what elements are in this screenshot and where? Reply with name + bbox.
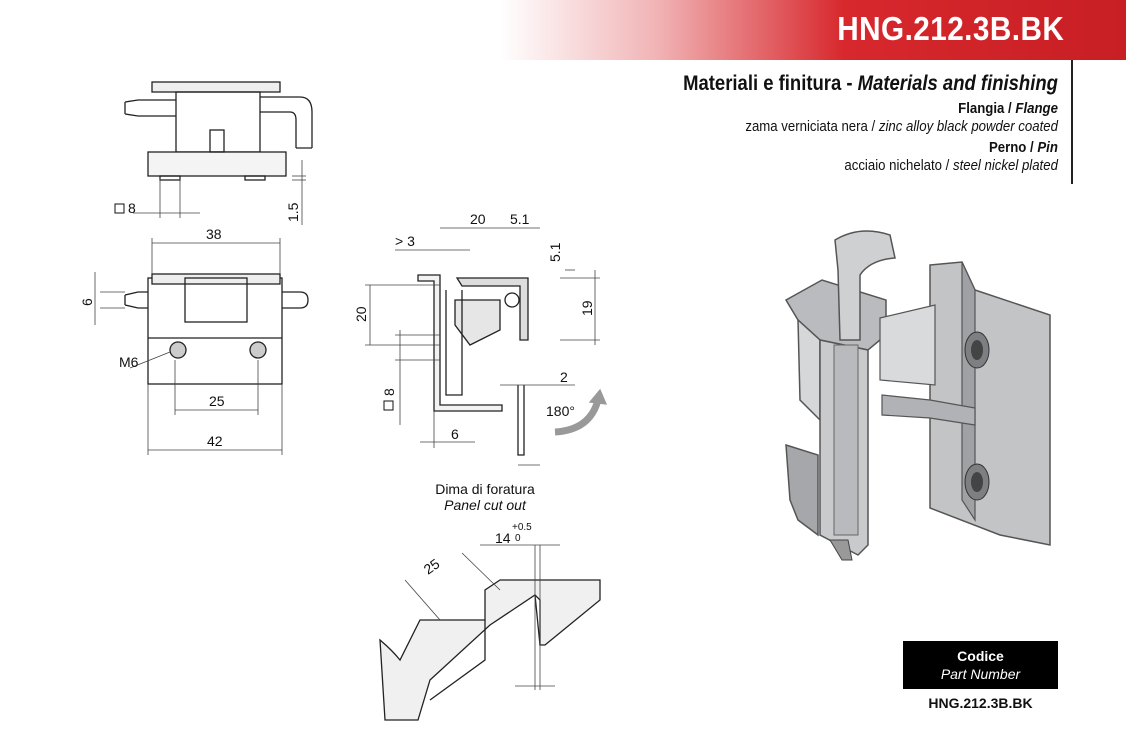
dim-20-side: 20 — [353, 306, 369, 322]
dim-square-8-top: 8 — [128, 200, 136, 216]
dim-5-1-side: 5.1 — [547, 242, 563, 262]
dim-20-top: 20 — [470, 211, 486, 227]
part-number-value: HNG.212.3B.BK — [928, 695, 1033, 711]
dim-19: 19 — [579, 300, 595, 316]
materials-block: Materiali e finitura - Materials and fin… — [632, 72, 1058, 174]
dim-1-5: 1.5 — [285, 202, 301, 222]
dim-25: 25 — [209, 393, 225, 409]
dimension-lines — [94, 160, 600, 690]
part-number-label-it: Codice — [957, 648, 1004, 664]
cutout-tol-upper: +0.5 — [512, 522, 532, 533]
flange-description: zama verniciata nera / zinc alloy black … — [745, 118, 1058, 135]
pin-description: acciaio nichelato / steel nickel plated — [844, 157, 1058, 174]
dim-2: 2 — [560, 369, 568, 385]
dim-42: 42 — [207, 433, 223, 449]
pin-label: Perno / Pin — [989, 139, 1058, 156]
materials-divider — [1071, 60, 1073, 184]
dim-6: 6 — [451, 426, 459, 442]
cutout-caption: Dima di foratura Panel cut out — [410, 481, 560, 513]
part-number-label-en: Part Number — [940, 666, 1021, 682]
dim-square-8-side: 8 — [381, 388, 397, 396]
rotation-arrowhead — [588, 388, 608, 405]
cutout-dim-14: 14 — [495, 530, 511, 546]
dim-m6: M6 — [119, 354, 139, 370]
dim-38: 38 — [206, 226, 222, 242]
hinge-top-view — [124, 81, 313, 181]
dim-phi-6: 6 — [79, 298, 95, 306]
hinge-front-view — [124, 273, 309, 385]
hinge-side-view — [417, 274, 529, 456]
cutout-caption-en: Panel cut out — [444, 497, 526, 513]
cutout-tol-lower: 0 — [515, 533, 521, 544]
cutout-dim-25: 25 — [421, 555, 443, 577]
header-product-code: HNG.212.3B.BK — [836, 10, 1064, 47]
materials-title: Materiali e finitura - Materials and fin… — [683, 72, 1058, 95]
dim-180-degrees: 180° — [546, 403, 575, 419]
cutout-caption-it: Dima di foratura — [435, 481, 535, 497]
flange-label: Flangia / Flange — [958, 100, 1058, 117]
hinge-3d-render — [784, 230, 1051, 561]
dim-gt-3: > 3 — [395, 233, 415, 249]
dim-5-1-top: 5.1 — [510, 211, 530, 227]
panel-cutout-view — [379, 579, 601, 721]
header-banner — [500, 0, 1126, 60]
part-number-box: Codice Part Number — [903, 641, 1058, 689]
rotation-arrow — [554, 398, 602, 436]
